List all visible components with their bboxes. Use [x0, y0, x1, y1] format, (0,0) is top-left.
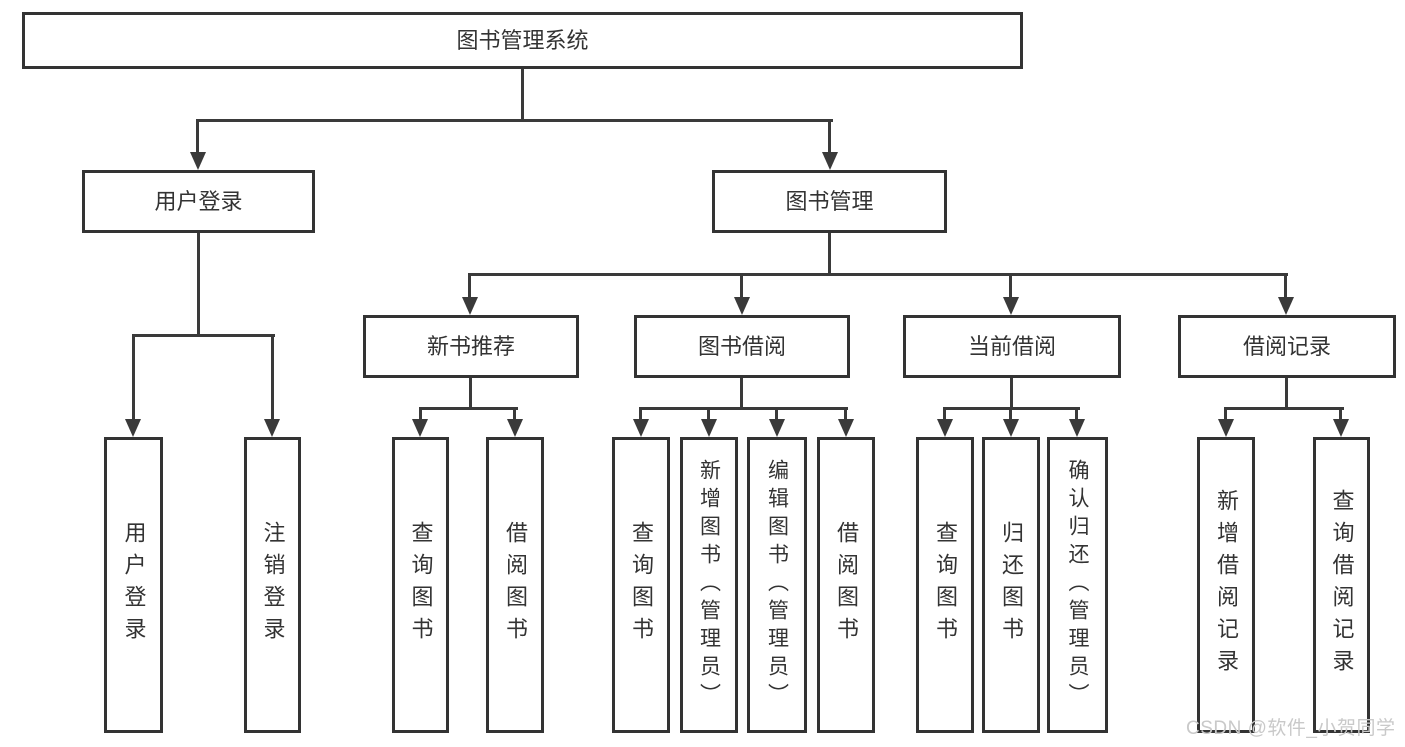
connector-stem: [828, 119, 831, 152]
connector-stem: [1224, 407, 1227, 419]
connector-stem: [707, 407, 710, 419]
connector-stem: [196, 119, 199, 152]
node-label: 图书管理: [785, 188, 874, 214]
node-new-book-recommend: 新书推荐: [363, 315, 579, 378]
arrow-down: [769, 419, 785, 437]
connector-root-hline: [197, 119, 833, 122]
node-label: 查询图书: [629, 521, 654, 649]
connector-stem: [740, 273, 743, 297]
arrow-down: [1003, 419, 1019, 437]
leaf-newrec-query-books: 查询图书: [392, 437, 449, 733]
leaf-user-login: 用户登录: [104, 437, 163, 733]
arrow-down: [734, 297, 750, 315]
node-label: 图书管理系统: [456, 27, 589, 53]
connector-stem: [844, 407, 847, 419]
connector-stem: [775, 407, 778, 419]
leaf-logout: 注销登录: [244, 437, 301, 733]
node-label: 查询图书: [933, 521, 958, 649]
arrow-down: [462, 297, 478, 315]
leaf-borrow-edit-books-admin: 编辑图书（管理员）: [747, 437, 807, 733]
connector-stem: [1009, 273, 1012, 297]
node-library-management-system: 图书管理系统: [22, 12, 1023, 69]
node-label: 编辑图书（管理员）: [765, 459, 789, 711]
connector-userlogin-vline: [197, 233, 200, 337]
connector-bookmgmt-hline: [469, 273, 1288, 276]
connector-stem: [1284, 273, 1287, 297]
arrow-down: [633, 419, 649, 437]
connector-stem: [132, 334, 135, 419]
node-label: 新增图书（管理员）: [697, 459, 721, 711]
connector-stem: [271, 334, 274, 419]
node-label: 查询图书: [408, 521, 434, 649]
leaf-borrow-borrow-books: 借阅图书: [817, 437, 875, 733]
connector-newrec-hline: [419, 407, 518, 410]
node-label: 新书推荐: [426, 333, 515, 359]
leaf-current-confirm-return-admin: 确认归还（管理员）: [1047, 437, 1108, 733]
leaf-current-query-books: 查询图书: [916, 437, 974, 733]
node-user-login-branch: 用户登录: [82, 170, 315, 233]
leaf-record-add-borrow-record: 新增借阅记录: [1197, 437, 1255, 733]
leaf-newrec-borrow-books: 借阅图书: [486, 437, 544, 733]
connector-stem: [419, 407, 422, 419]
connector-stem: [513, 407, 516, 419]
connector-stem: [639, 407, 642, 419]
connector-stem: [1075, 407, 1078, 419]
node-label: 用户登录: [121, 521, 147, 649]
node-label: 新增借阅记录: [1214, 489, 1239, 681]
node-label: 用户登录: [154, 188, 243, 214]
connector-bookmgmt-vline: [828, 233, 831, 276]
leaf-borrow-add-books-admin: 新增图书（管理员）: [680, 437, 738, 733]
leaf-borrow-query-books: 查询图书: [612, 437, 670, 733]
node-label: 查询借阅记录: [1329, 489, 1355, 681]
arrow-down: [507, 419, 523, 437]
connector-stem: [1339, 407, 1342, 419]
node-label: 归还图书: [999, 521, 1024, 649]
connector-stem: [1009, 407, 1012, 419]
arrow-down: [190, 152, 206, 170]
node-label: 注销登录: [260, 521, 286, 649]
arrow-down: [1003, 297, 1019, 315]
node-label: 图书借阅: [697, 333, 786, 359]
arrow-down: [701, 419, 717, 437]
arrow-down: [264, 419, 280, 437]
connector-stem: [468, 273, 471, 297]
node-label: 借阅记录: [1242, 333, 1331, 359]
node-label: 确认归还（管理员）: [1066, 459, 1089, 711]
connector-records-hline: [1224, 407, 1344, 410]
connector-borrow-vline: [740, 378, 743, 410]
leaf-record-query-borrow-record: 查询借阅记录: [1313, 437, 1370, 733]
arrow-down: [1278, 297, 1294, 315]
leaf-current-return-books: 归还图书: [982, 437, 1040, 733]
node-book-borrowing: 图书借阅: [634, 315, 850, 378]
arrow-down: [937, 419, 953, 437]
node-label: 借阅图书: [503, 521, 528, 649]
connector-stem: [943, 407, 946, 419]
arrow-down: [822, 152, 838, 170]
connector-borrow-hline: [639, 407, 848, 410]
arrow-down: [1218, 419, 1234, 437]
connector-userlogin-hline: [132, 334, 275, 337]
node-label: 借阅图书: [834, 521, 859, 649]
arrow-down: [838, 419, 854, 437]
node-label: 当前借阅: [967, 333, 1056, 359]
node-borrowing-records: 借阅记录: [1178, 315, 1396, 378]
connector-records-vline: [1285, 378, 1288, 410]
arrow-down: [1069, 419, 1085, 437]
connector-current-vline: [1010, 378, 1013, 410]
node-book-management-branch: 图书管理: [712, 170, 947, 233]
csdn-watermark: CSDN @软件_小贺同学: [1186, 718, 1396, 739]
arrow-down: [1333, 419, 1349, 437]
arrow-down: [412, 419, 428, 437]
node-current-borrowing: 当前借阅: [903, 315, 1121, 378]
connector-newrec-vline: [469, 378, 472, 410]
arrow-down: [125, 419, 141, 437]
connector-root-vline: [521, 69, 524, 122]
